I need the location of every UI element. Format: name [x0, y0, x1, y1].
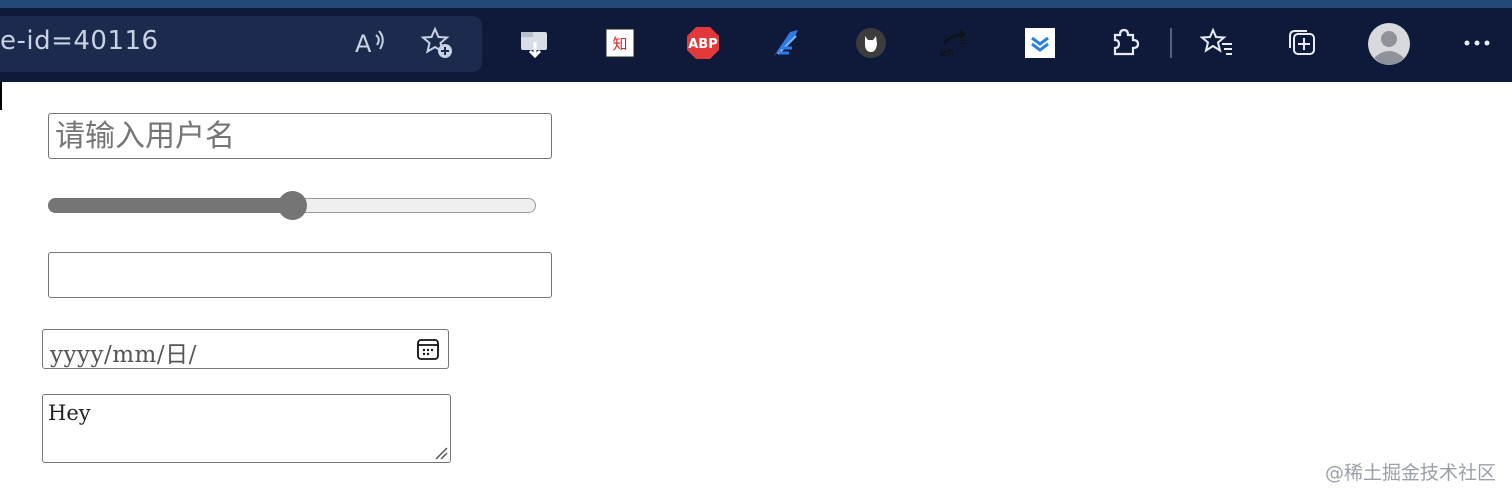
toolbar-divider [1170, 28, 1172, 58]
zhihu-extension-icon[interactable]: 知 [603, 26, 637, 60]
svg-text:知: 知 [612, 35, 627, 53]
pen-extension-icon[interactable] [770, 26, 804, 60]
window-top-strip [0, 0, 1512, 8]
translator-icon[interactable]: en 中 [938, 26, 972, 60]
svg-text:A: A [355, 30, 372, 58]
date-placeholder: yyyy/mm/日/ [50, 342, 197, 368]
address-text[interactable]: e-id=40116 [0, 26, 159, 56]
resize-handle-icon[interactable] [434, 446, 448, 460]
svg-text:ABP: ABP [688, 37, 718, 52]
text-cursor [0, 82, 2, 110]
translator-en-label: en [940, 45, 954, 59]
adblock-plus-icon[interactable]: ABP [686, 26, 720, 60]
download-layers-icon[interactable] [1023, 26, 1057, 60]
favorites-icon[interactable] [1200, 26, 1234, 60]
address-bar[interactable] [0, 16, 482, 72]
more-menu-icon[interactable] [1460, 26, 1494, 60]
read-aloud-icon[interactable]: A [352, 26, 388, 69]
svg-text:中: 中 [959, 38, 968, 49]
browser-toolbar: e-id=40116 A 知 ABP [0, 0, 1512, 82]
add-favorite-icon[interactable] [420, 26, 456, 69]
date-input[interactable]: yyyy/mm/日/ [42, 329, 449, 369]
reading-folder-icon[interactable] [518, 26, 552, 60]
cat-extension-icon[interactable] [854, 26, 888, 60]
message-textarea[interactable]: Hey [42, 394, 451, 463]
watermark: @稀土掘金技术社区 [1324, 462, 1496, 484]
profile-avatar-icon[interactable] [1367, 22, 1411, 66]
calendar-icon[interactable] [416, 337, 440, 361]
blank-text-input[interactable] [48, 252, 552, 298]
extensions-puzzle-icon[interactable] [1107, 26, 1141, 60]
textarea-value: Hey [48, 401, 91, 425]
username-input[interactable] [48, 113, 552, 159]
range-slider[interactable] [48, 190, 538, 222]
collections-icon[interactable] [1285, 26, 1319, 60]
range-thumb[interactable] [277, 191, 307, 220]
range-fill [48, 198, 292, 213]
